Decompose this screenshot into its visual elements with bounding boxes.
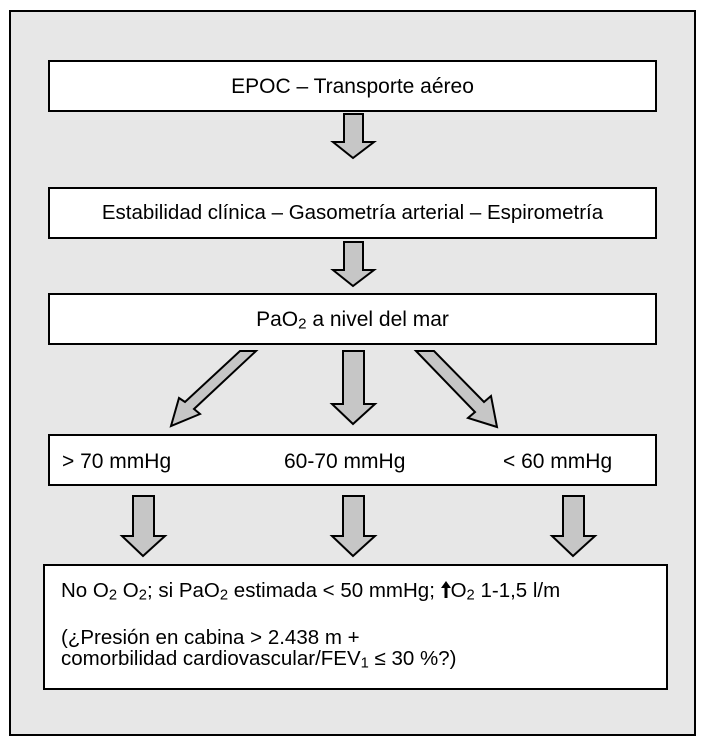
down-arrow-icon	[329, 495, 378, 558]
recommendation-line-2: (¿Presión en cabina > 2.438 m +	[61, 626, 360, 649]
recommendation-box: No O2 O2; si PaO2 estimada < 50 mmHg; O2…	[43, 564, 668, 690]
down-arrow-icon	[330, 113, 377, 160]
down-right-arrow-icon	[413, 350, 499, 429]
recommendation-line-1: No O2 O2; si PaO2 estimada < 50 mmHg; O2…	[61, 579, 561, 604]
assessment-box-text: Estabilidad clínica – Gasometría arteria…	[101, 200, 604, 224]
range-low: < 60 mmHg	[503, 450, 613, 473]
down-arrow-icon	[549, 495, 598, 558]
recommendation-line-3: comorbilidad cardiovascular/FEV1 ≤ 30 %?…	[61, 647, 457, 672]
assessment-box: Estabilidad clínica – Gasometría arteria…	[48, 187, 657, 239]
down-arrow-icon	[330, 241, 377, 288]
down-arrow-icon	[329, 350, 378, 426]
range-mid: 60-70 mmHg	[284, 450, 406, 473]
pao2-box-text: PaO2 a nivel del mar	[256, 307, 449, 333]
up-arrow-icon	[440, 581, 451, 598]
range-high: > 70 mmHg	[62, 450, 172, 473]
down-left-arrow-icon	[169, 350, 259, 428]
pao2-box: PaO2 a nivel del mar	[48, 293, 657, 345]
start-box: EPOC – Transporte aéreo	[48, 60, 657, 112]
start-box-text: EPOC – Transporte aéreo	[231, 74, 474, 98]
ranges-box: > 70 mmHg 60-70 mmHg < 60 mmHg	[48, 434, 657, 486]
down-arrow-icon	[119, 495, 168, 558]
